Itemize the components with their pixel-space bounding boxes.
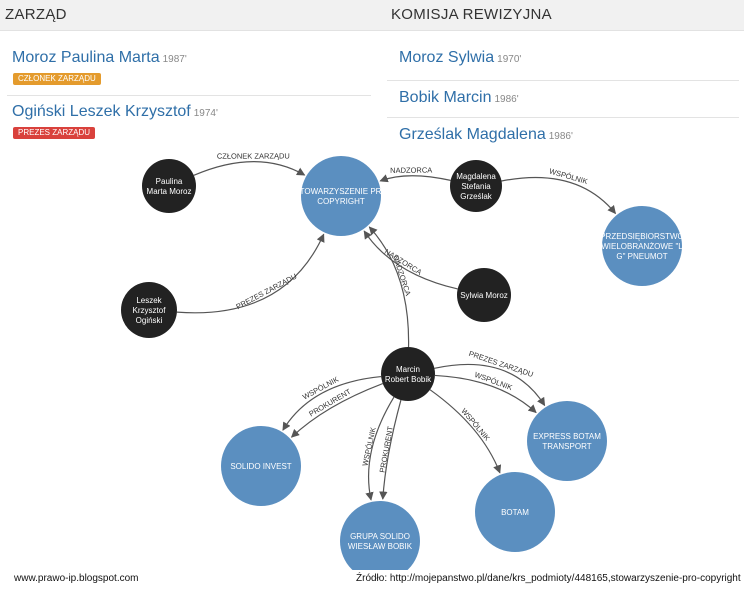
edge-label: PREZES ZARZĄDU — [235, 272, 299, 312]
role-badge-prezes: PREZES ZARZĄDU — [13, 127, 96, 139]
edge-leszek-stow — [176, 233, 325, 314]
edge-magda-stow — [379, 174, 451, 183]
node-label: Magdalena — [456, 172, 496, 181]
role-badge-czlonek: CZŁONEK ZARZĄDU — [13, 73, 101, 85]
node-label: TRANSPORT — [542, 442, 591, 451]
graph-node-sylwia[interactable]: Sylwia Moroz — [457, 268, 511, 322]
node-label: EXPRESS BOTAM — [533, 432, 601, 441]
node-label: Paulina — [156, 177, 183, 186]
edge-label: WSPÓLNIK — [548, 167, 589, 186]
edge-label: CZŁONEK ZARZĄDU — [217, 152, 290, 161]
member-name[interactable]: Bobik Marcin — [399, 89, 492, 106]
edge-marcin-solido — [290, 382, 383, 438]
node-label: COPYRIGHT — [317, 197, 365, 206]
edge-label: WSPÓLNIK — [360, 426, 377, 467]
divider — [7, 95, 371, 96]
node-circle[interactable] — [527, 401, 607, 481]
node-label: WIESŁAW BOBIK — [348, 542, 413, 551]
graph-node-botam[interactable]: BOTAM — [475, 472, 555, 552]
node-label: Sylwia Moroz — [460, 291, 508, 300]
divider — [387, 80, 739, 81]
edge-label: WSPÓLNIK — [473, 370, 513, 392]
graph-node-solido[interactable]: SOLIDO INVEST — [221, 426, 301, 506]
node-label: Marta Moroz — [147, 187, 192, 196]
member-name[interactable]: Grześlak Magdalena — [399, 126, 546, 143]
node-circle[interactable] — [602, 206, 682, 286]
edge-marcin-botam — [429, 389, 502, 474]
node-circle[interactable] — [457, 268, 511, 322]
edge-label: WSPÓLNIK — [459, 406, 491, 442]
node-label: Stefania — [461, 182, 491, 191]
relationship-graph: CZŁONEK ZARZĄDU PREZES ZARZĄDU NADZORCA WSP… — [121, 152, 684, 570]
node-circle[interactable] — [121, 282, 177, 338]
zarzad-heading: ZARZĄD — [5, 6, 67, 23]
node-label: Marcin — [396, 365, 420, 374]
node-circle[interactable] — [381, 347, 435, 401]
edge-marcin-grupa — [365, 396, 395, 501]
node-label: GRUPA SOLIDO — [350, 532, 410, 541]
node-circle[interactable] — [475, 472, 555, 552]
member-name[interactable]: Moroz Paulina Marta — [12, 49, 160, 66]
edge-label: PROKURENT — [378, 425, 395, 473]
edge-marcin-express — [434, 374, 537, 414]
node-circle[interactable] — [142, 159, 196, 213]
node-label: G" PNEUMOT — [616, 252, 667, 261]
node-circle[interactable] — [301, 156, 381, 236]
edge-sylwia-stow — [363, 230, 458, 290]
footer-source-url: Źródło: http://mojepanstwo.pl/dane/krs_p… — [356, 573, 741, 584]
node-circle[interactable] — [450, 160, 502, 212]
section-header-bar: ZARZĄD KOMISJA REWIZYJNA — [0, 0, 744, 31]
node-label: STOWARZYSZENIE PRO — [294, 187, 387, 196]
node-label: Grześlak — [460, 192, 493, 201]
node-label: Krzysztof — [133, 306, 167, 315]
edge-label: NADZORCA — [390, 166, 432, 175]
edge-marcin-stow — [368, 226, 410, 348]
node-label: WIELOBRANŻOWE "L — [601, 242, 683, 251]
divider — [387, 117, 739, 118]
node-label: BOTAM — [501, 508, 529, 517]
node-label: Leszek — [136, 296, 162, 305]
node-label: SOLIDO INVEST — [230, 462, 291, 471]
node-circle[interactable] — [340, 501, 420, 570]
edge-marcin-express — [434, 363, 546, 407]
member-year: 1986' — [494, 94, 519, 105]
member-name[interactable]: Ogiński Leszek Krzysztof — [12, 103, 191, 120]
node-label: Ogiński — [136, 316, 163, 325]
edge-marcin-solido — [282, 375, 382, 431]
edge-paulina-stow — [193, 161, 306, 176]
member-name[interactable]: Moroz Sylwia — [399, 49, 495, 66]
footer-source-blog: www.prawo-ip.blogspot.com — [14, 573, 139, 584]
komisja-heading: KOMISJA REWIZYJNA — [391, 6, 552, 23]
member-year: 1987' — [162, 54, 187, 65]
member-year: 1970' — [497, 54, 522, 65]
member-year: 1974' — [193, 108, 218, 119]
member-year: 1986' — [548, 131, 573, 142]
node-circle[interactable] — [221, 426, 301, 506]
node-label: Robert Bobik — [385, 375, 432, 384]
edge-marcin-grupa — [379, 399, 402, 500]
edge-magda-przed — [501, 176, 617, 215]
node-label: PRZEDSIĘBIORSTWO — [600, 232, 684, 241]
